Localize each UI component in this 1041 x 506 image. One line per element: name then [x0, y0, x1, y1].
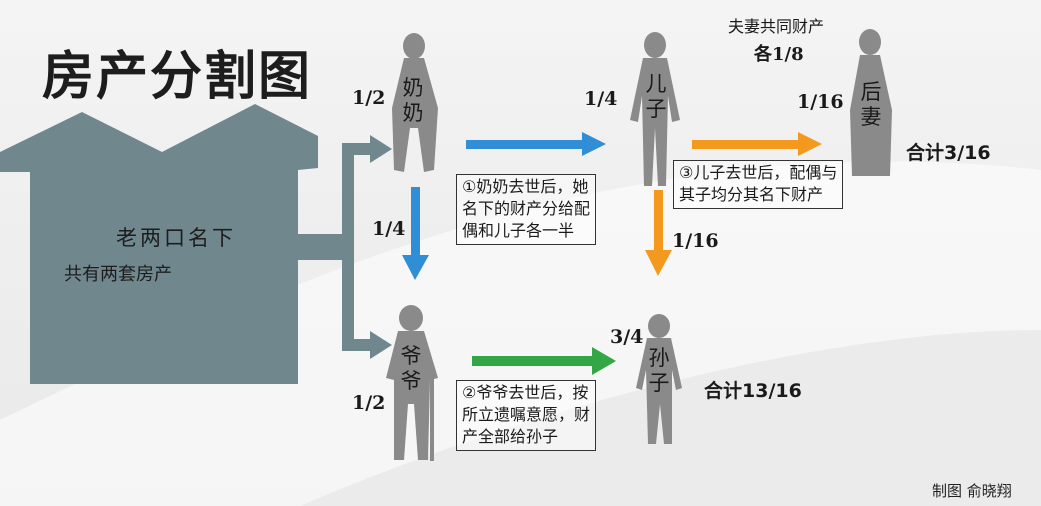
grandpa-silhouette [386, 305, 438, 461]
step3-line: ③儿子去世后，配偶与 [679, 163, 838, 182]
step2-note: ②爷爷去世后，按 所立遗嘱意愿，财 产全部给孙子 [456, 380, 597, 451]
person-name-son: 儿子 [645, 72, 667, 121]
credit: 制图 俞晓翔 [932, 482, 1012, 500]
person-name-grandpa: 爷爷 [400, 344, 422, 393]
fraction-second-wife: 1/16 [797, 91, 844, 113]
step3-line: 其子均分其名下财产 [679, 185, 824, 204]
house-label-line2: 共有两套房产 [64, 264, 172, 285]
couple-note-line1: 夫妻共同财产 [728, 17, 825, 36]
fraction-grandpa: 1/2 [352, 392, 386, 414]
grandma-silhouette [392, 33, 438, 172]
fraction-grandpa-to-grandson: 3/4 [610, 326, 644, 348]
second-wife-silhouette [850, 29, 892, 176]
person-name-grandson: 孙子 [648, 346, 670, 395]
step1-line: 偶和儿子各一半 [462, 221, 575, 240]
step1-line: ①奶奶去世后，她 [462, 177, 589, 196]
page-title: 房产分割图 [42, 47, 313, 107]
person-name-second-wife: 后妻 [860, 80, 882, 129]
fraction-grandma: 1/2 [352, 87, 386, 109]
person-name-grandma: 奶奶 [402, 76, 424, 125]
blue-arrow-grandma-to-grandpa [402, 187, 429, 280]
fraction-son-to-grandson: 1/16 [672, 230, 719, 252]
orange-arrow-son-to-grandson [645, 190, 672, 276]
green-arrow-grandpa-to-grandson [472, 347, 616, 375]
step1-line: 名下的财产分给配 [462, 199, 591, 218]
step2-line: 所立遗嘱意愿，财 [462, 405, 591, 424]
grandson-silhouette [636, 314, 682, 444]
house-icon [0, 104, 346, 384]
total-second-wife: 合计3/16 [906, 142, 991, 164]
fraction-grandma-to-grandpa: 1/4 [372, 218, 406, 240]
fraction-son: 1/4 [584, 88, 618, 110]
house-label-line1: 老两口名下 [116, 226, 236, 250]
house-connector [342, 135, 392, 359]
step2-line: 产全部给孙子 [462, 427, 559, 446]
orange-arrow-son-to-wife [692, 132, 822, 156]
step1-note: ①奶奶去世后，她 名下的财产分给配 偶和儿子各一半 [456, 174, 597, 245]
step3-note: ③儿子去世后，配偶与 其子均分其名下财产 [673, 160, 844, 209]
son-silhouette [630, 32, 680, 186]
total-grandson: 合计13/16 [704, 380, 802, 402]
step2-line: ②爷爷去世后，按 [462, 383, 589, 402]
couple-note-line2: 各1/8 [754, 44, 804, 65]
blue-arrow-grandma-to-son [466, 132, 606, 156]
